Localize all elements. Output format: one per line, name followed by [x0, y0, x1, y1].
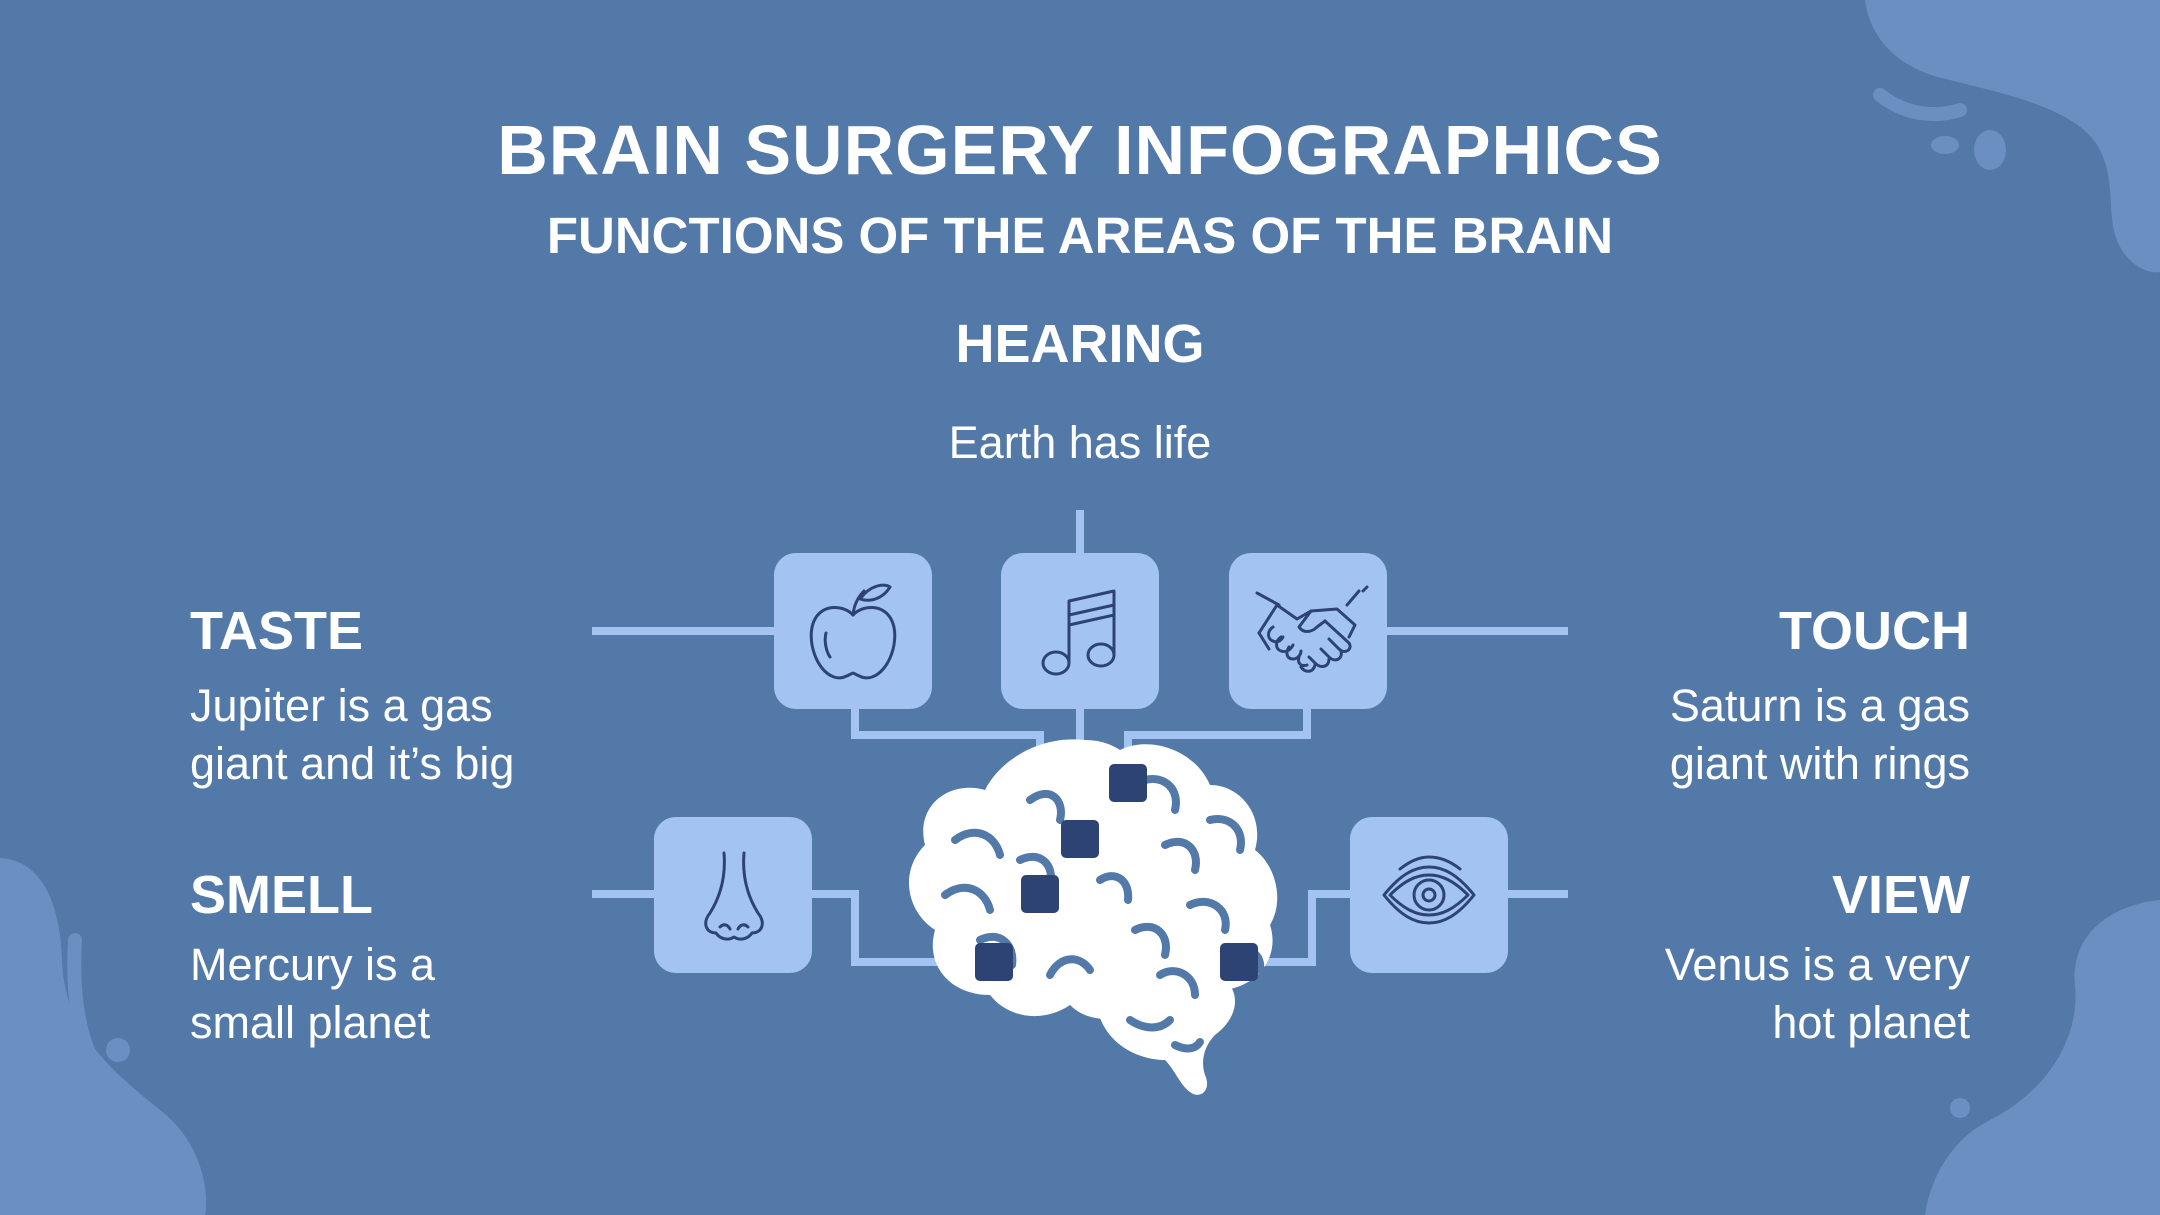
taste-tile: [774, 553, 932, 709]
page-title: BRAIN SURGERY INFOGRAPHICS: [497, 111, 1663, 189]
view-description: Venus is a very hot planet: [1664, 939, 1970, 1048]
node-taste: [1021, 875, 1059, 913]
view-heading: VIEW: [1831, 865, 1970, 925]
node-smell: [975, 943, 1013, 981]
touch-heading: TOUCH: [1778, 601, 1970, 661]
hearing-heading: HEARING: [955, 314, 1205, 374]
music-note-icon: [1041, 589, 1116, 676]
node-touch: [1109, 764, 1147, 802]
touch-tile: [1229, 553, 1387, 709]
apple-icon: [809, 583, 897, 680]
blob-accents: [67, 88, 2042, 1167]
blob-top-right: [1865, 0, 2160, 273]
connection-nodes: [975, 764, 1258, 981]
view-tile: [1350, 817, 1508, 973]
blob-bottom-left: [0, 858, 207, 1215]
touch-description: Saturn is a gas giant with rings: [1669, 680, 1970, 789]
smell-tile: [654, 817, 812, 973]
hearing-description: Earth has life: [948, 417, 1212, 468]
taste-description: Jupiter is a gas giant and it’s big: [190, 680, 515, 789]
view-to-brain: [1240, 890, 1350, 966]
brain-icon: [908, 739, 1278, 1095]
nose-icon: [704, 851, 764, 941]
blob-bottom-right: [1925, 900, 2160, 1215]
taste-heading: TASTE: [190, 601, 363, 661]
page-subtitle: FUNCTIONS OF THE AREAS OF THE BRAIN: [546, 207, 1614, 264]
blob-dots: [106, 130, 2006, 1118]
hearing-tile: [1001, 553, 1159, 709]
node-view: [1220, 943, 1258, 981]
smell-heading: SMELL: [190, 865, 373, 925]
node-hearing: [1061, 820, 1099, 858]
eye-icon: [1382, 855, 1476, 925]
smell-description: Mercury is a small planet: [190, 939, 436, 1048]
smell-to-brain: [810, 890, 993, 966]
handshake-icon: [1255, 585, 1369, 673]
